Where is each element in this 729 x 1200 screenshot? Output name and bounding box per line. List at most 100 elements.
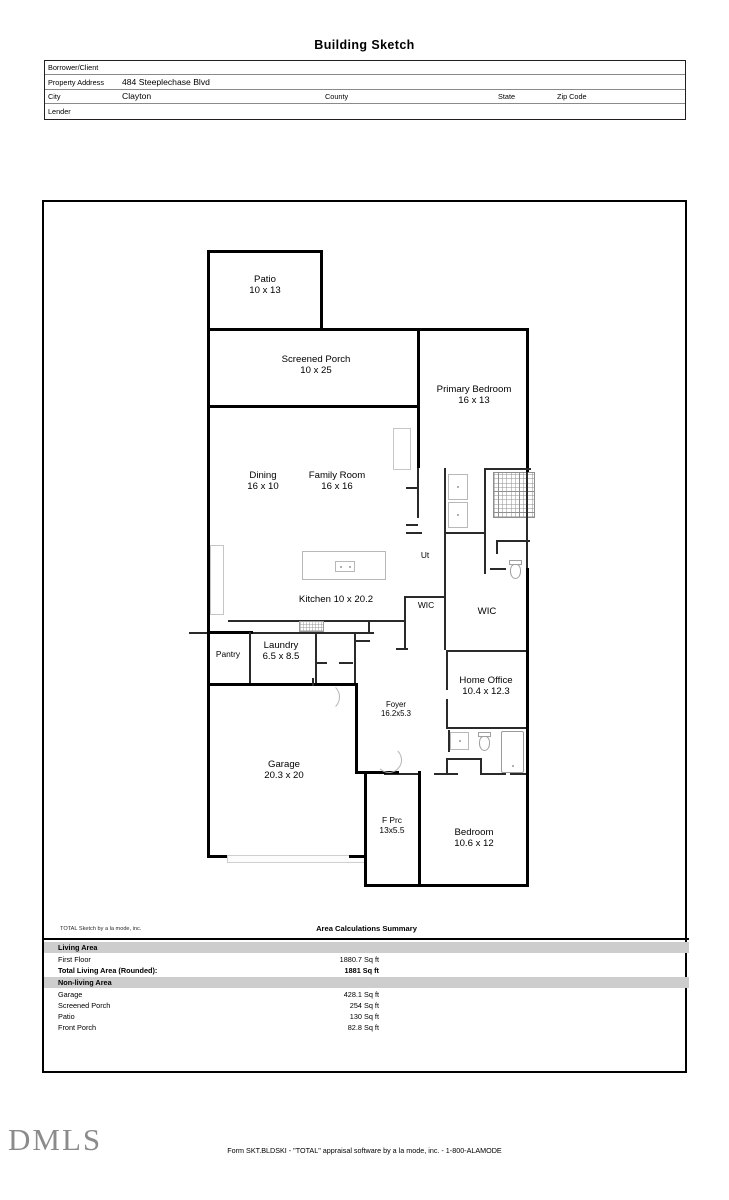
wall-shower-top [487,468,531,471]
wall-primary-bath-left [484,468,487,574]
room-label-wic-secondary: WIC [477,606,497,617]
wall-ut-stub-top [406,532,422,535]
wall-stub-family-a [406,487,418,490]
property-address-label: Property Address [48,77,104,87]
wall-laundry-stub-a [315,662,327,665]
wall-foyer-bottom [355,771,399,775]
zip-code-label: Zip Code [557,91,587,101]
patio-name: Patio [58,1012,75,1021]
toilet-bowl-primary [510,564,521,579]
wall-stub-family-b [406,524,418,527]
table-row-front-porch: Front Porch 82.8 Sq ft [44,1022,689,1033]
table-row-patio: Patio 130 Sq ft [44,1011,689,1022]
wall-foyer-right [446,699,449,729]
wall-toilet-nook-left [496,540,499,554]
living-area-heading-band: Living Area [44,942,689,954]
sink-drain-dot [459,740,461,742]
wall-home-office-left [446,650,449,690]
table-row-borrower: Borrower/Client [45,61,685,76]
garage-door [227,855,365,863]
nonliving-area-heading-band: Non-living Area [44,977,689,989]
front-porch-name: Front Porch [58,1023,97,1032]
sink-hall-bath [450,732,469,750]
wall-porch-bottom [207,405,420,409]
kitchen-sink [335,561,355,572]
wall-pantry-top [207,631,253,635]
bathtub-hall [501,731,524,773]
sink-drain-dot [340,566,342,568]
borrower-label: Borrower/Client [48,63,99,73]
state-label: State [498,91,516,101]
wall-wic-narrow-right [444,598,447,650]
room-label-home-office: Home Office 10.4 x 12.3 [459,675,513,698]
living-area-heading: Living Area [58,943,98,952]
room-label-pantry: Pantry [215,649,241,659]
sketch-frame: Patio 10 x 13 Screened Porch 10 x 25 Pri… [42,200,689,1073]
calc-divider [44,938,689,941]
sink-drain-dot [457,486,459,488]
wall-bedroom-bottom [418,884,529,888]
sink-primary-upper [448,474,468,500]
wall-vanity-left [444,468,447,534]
room-label-garage: Garage 20.3 x 20 [264,759,304,782]
wall-laundry-bottom [207,683,355,687]
wall-hall-top [384,773,418,776]
total-living-area-name: Total Living Area (Rounded): [58,966,158,975]
tub-drain-dot [512,765,514,767]
wall-porch-top-left [207,328,325,332]
toilet-bowl-hall [479,736,490,751]
wall-front-porch-left [364,771,368,886]
wall-counter-edge [404,620,407,634]
wall-kitchen-counter-bottom [228,632,374,635]
window-dining-left [210,545,224,615]
wall-front-porch-bottom [364,884,421,888]
wall-ut-bottom [406,596,446,599]
room-label-patio: Patio 10 x 13 [249,274,281,297]
wall-porch-top-right [320,328,529,332]
table-row-city-county-state-zip: City Clayton County State Zip Code [45,90,685,105]
wall-pantry-right [249,632,252,684]
wall-counter-right [370,620,406,623]
wall-closet-stub-b [480,773,506,776]
shower-primary [493,472,535,518]
patio-value: 130 Sq ft [349,1012,379,1021]
wall-primary-bedroom-left [417,328,421,468]
wall-closet-stub-c [510,773,528,776]
stove-range [299,621,324,632]
nonliving-area-heading: Non-living Area [58,978,112,987]
wall-garage-left [207,683,211,858]
room-label-foyer: Foyer 16.2x5.3 [381,700,411,719]
wall-foyer-left [355,683,359,771]
wall-garage-bottom-right [349,855,367,859]
front-porch-value: 82.8 Sq ft [347,1023,379,1032]
table-row-total-living-area: Total Living Area (Rounded): 1881 Sq ft [44,965,689,976]
wall-patio-left [207,250,211,330]
room-label-front-porch: F Prc 13x5.5 [379,815,405,835]
wall-vanity-bottom [444,532,486,535]
wall-house-right-wic [526,568,530,652]
first-floor-name: First Floor [58,955,91,964]
city-value: Clayton [122,91,152,102]
wall-closet-top [446,758,482,761]
room-label-laundry: Laundry 6.5 x 8.5 [262,640,300,663]
sketch-credit-text: TOTAL Sketch by a la mode, inc. [60,926,142,932]
wall-ut-right [444,534,447,598]
sink-drain-dot [349,566,351,568]
wall-closet-stub-a [434,773,458,776]
wall-house-right-bedroom [526,722,530,885]
wall-closet-vert-a [446,758,449,774]
room-label-dining: Dining 16 x 10 [247,470,279,493]
table-row-lender: Lender [45,104,685,118]
screened-porch-value: 254 Sq ft [349,1001,379,1010]
wall-house-right-bath [526,472,529,570]
form-footer-text: Form SKT.BLDSKI - "TOTAL" appraisal soft… [227,1146,502,1155]
wall-laundry-stub-b [339,662,353,665]
wall-wic-narrow-stub [396,648,408,651]
wall-laundry-right [315,634,318,684]
wall-counter-divider [368,620,371,634]
wall-toilet-nook-stub [490,568,506,571]
garage-value: 428.1 Sq ft [343,990,379,999]
wall-foyer-bottom-right [446,727,526,730]
wall-hall-bath-left [448,730,451,752]
wall-house-right-upper [526,328,530,472]
